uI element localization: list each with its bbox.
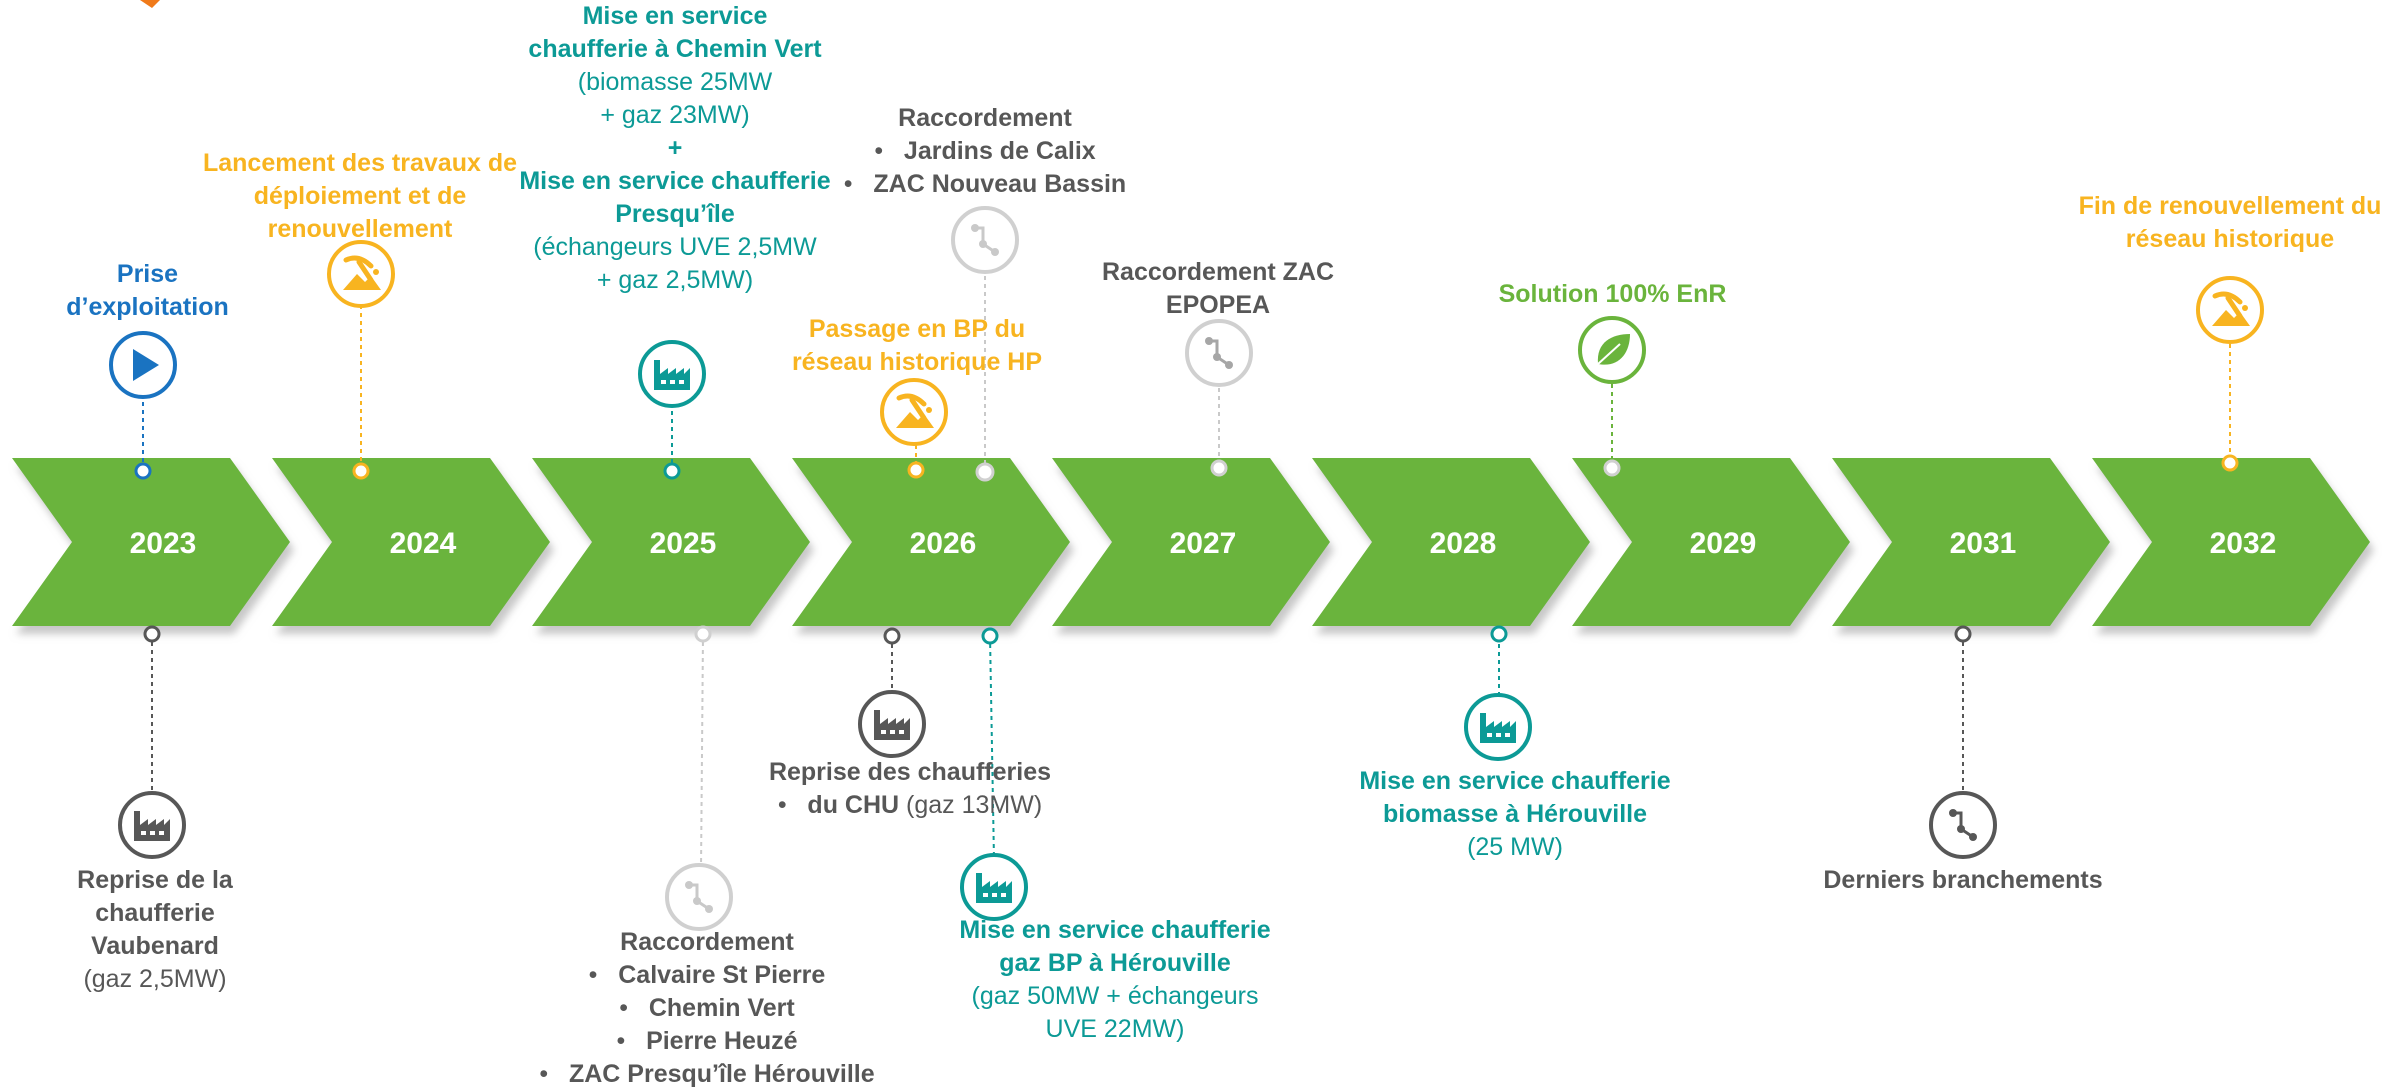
- milestone-detail: (25 MW): [1467, 833, 1563, 861]
- anchor-dot-2028-bottom: [1490, 625, 1508, 643]
- milestone-detail: (gaz 2,5MW): [83, 965, 227, 993]
- logo-fragment: [140, 0, 160, 8]
- milestone-title: Mise en service chaufferie gaz BP à Héro…: [959, 916, 1271, 977]
- milestone-2025-top: Mise en service chaufferie à Chemin Vert…: [505, 0, 845, 297]
- year-label-2023: 2023: [130, 527, 197, 560]
- milestone-item-name: du CHU: [807, 791, 900, 819]
- year-label-2028: 2028: [1430, 527, 1497, 560]
- connector-2025-bottom: [700, 633, 704, 871]
- milestone-title: Lancement des travaux de déploiement et …: [202, 149, 517, 243]
- milestone-title: Mise en service chaufferie biomasse à Hé…: [1359, 767, 1671, 828]
- milestone-detail: UVE 22MW): [1045, 1015, 1185, 1043]
- factory-icon: [960, 853, 1028, 921]
- milestone-title: Raccordement: [898, 104, 1072, 132]
- milestone-title: Reprise de la chaufferie Vaubenard: [77, 866, 233, 960]
- anchor-dot-2023-top: [134, 462, 152, 480]
- anchor-dot-2025-top: [663, 462, 681, 480]
- chevron-2028: [1312, 458, 1590, 626]
- year-label-2025: 2025: [650, 527, 717, 560]
- milestone-2026-bottom-a: Reprise des chaufferies du CHU (gaz 13MW…: [735, 756, 1085, 822]
- milestone-2023-top: Prise d’exploitation: [40, 258, 255, 324]
- anchor-dot-2023-bottom: [143, 625, 161, 643]
- milestone-title: Solution 100% EnR: [1498, 280, 1727, 308]
- milestone-title: Raccordement ZAC EPOPEA: [1102, 258, 1334, 319]
- milestone-detail: + gaz 23MW): [600, 101, 750, 129]
- factory-icon: [118, 791, 186, 859]
- chevron-2029: [1572, 458, 1850, 626]
- milestone-item: ZAC Presqu’île Hérouville: [500, 1058, 914, 1091]
- milestone-2026-top-a: Passage en BP du réseau historique HP: [772, 313, 1062, 379]
- milestone-2023-bottom: Reprise de la chaufferie Vaubenard (gaz …: [0, 864, 310, 996]
- connector-lines: [142, 268, 2231, 871]
- anchor-dot-2032-top: [2221, 454, 2239, 472]
- anchor-dot-2026-bottom-a: [883, 627, 901, 645]
- milestone-item: du CHU (gaz 13MW): [735, 789, 1085, 822]
- milestone-item: ZAC Nouveau Bassin: [805, 168, 1165, 201]
- anchor-dot-2024-top: [352, 462, 370, 480]
- milestone-2028-bottom: Mise en service chaufferie biomasse à Hé…: [1325, 765, 1705, 864]
- milestone-plus: +: [667, 134, 683, 162]
- milestone-item: Pierre Heuzé: [500, 1025, 914, 1058]
- anchor-dot-2029-top: [1603, 459, 1621, 477]
- milestone-detail: + gaz 2,5MW): [596, 266, 754, 294]
- play-icon: [109, 331, 177, 399]
- anchor-dot-2027-top: [1210, 459, 1228, 477]
- anchor-dot-2026-top-b: [975, 462, 995, 482]
- milestone-title: Fin de renouvellement du réseau historiq…: [2078, 192, 2382, 253]
- connector-2026-bottom-b: [989, 635, 995, 861]
- milestone-2029-top: Solution 100% EnR: [1460, 278, 1765, 311]
- connection-icon: [1185, 319, 1253, 387]
- anchor-dot-2031-bottom: [1954, 625, 1972, 643]
- milestone-title: Derniers branchements: [1823, 866, 2103, 894]
- chevron-2027: [1052, 458, 1330, 626]
- milestone-title: Reprise des chaufferies: [768, 758, 1052, 786]
- year-label-2024: 2024: [390, 527, 457, 560]
- milestone-2027-top: Raccordement ZAC EPOPEA: [1098, 256, 1338, 322]
- leaf-icon: [1578, 316, 1646, 384]
- milestone-detail: (gaz 50MW + échangeurs: [971, 982, 1259, 1010]
- chevron-2024: [272, 458, 550, 626]
- chevron-2032: [2092, 458, 2370, 626]
- year-label-2026: 2026: [910, 527, 977, 560]
- connection-icon: [665, 863, 733, 931]
- milestone-2026-bottom-b: Mise en service chaufferie gaz BP à Héro…: [930, 914, 1300, 1046]
- milestone-detail: (échangeurs UVE 2,5MW: [533, 233, 817, 261]
- connection-icon: [951, 206, 1019, 274]
- factory-icon: [1464, 693, 1532, 761]
- milestone-item: Chemin Vert: [500, 992, 914, 1025]
- construction-icon: [2196, 276, 2264, 344]
- milestone-item: Jardins de Calix: [805, 135, 1165, 168]
- year-label-2029: 2029: [1690, 527, 1757, 560]
- milestone-2032-top: Fin de renouvellement du réseau historiq…: [2060, 190, 2400, 256]
- milestone-detail: (biomasse 25MW: [577, 68, 773, 96]
- chevron-2031: [1832, 458, 2110, 626]
- milestone-2025-bottom: Raccordement Calvaire St Pierre Chemin V…: [500, 926, 914, 1091]
- milestone-item-detail: (gaz 13MW): [899, 791, 1043, 819]
- chevron-2026: [792, 458, 1070, 626]
- milestone-item: Calvaire St Pierre: [500, 959, 914, 992]
- milestone-2024-top: Lancement des travaux de déploiement et …: [200, 147, 520, 246]
- milestone-2031-bottom: Derniers branchements: [1773, 864, 2153, 897]
- milestone-2026-top-b: Raccordement Jardins de Calix ZAC Nouvea…: [805, 102, 1165, 201]
- milestone-title: Passage en BP du réseau historique HP: [791, 315, 1043, 376]
- milestone-title: Raccordement: [620, 928, 794, 956]
- year-label-2032: 2032: [2210, 527, 2277, 560]
- construction-icon: [880, 378, 948, 446]
- anchor-dot-2026-bottom-b: [981, 627, 999, 645]
- year-label-2031: 2031: [1950, 527, 2017, 560]
- timeline-chevrons: [12, 458, 2370, 626]
- factory-icon: [638, 340, 706, 408]
- milestone-title: Mise en service chaufferie Presqu’île: [519, 167, 831, 228]
- factory-icon: [858, 690, 926, 758]
- milestone-title: Prise d’exploitation: [66, 260, 229, 321]
- connection-icon: [1929, 791, 1997, 859]
- anchor-dot-2026-top-a: [907, 461, 925, 479]
- chevron-2023: [12, 458, 290, 626]
- chevron-2025: [532, 458, 810, 626]
- year-label-2027: 2027: [1170, 527, 1237, 560]
- milestone-title: Mise en service chaufferie à Chemin Vert: [528, 2, 822, 63]
- construction-icon: [327, 240, 395, 308]
- anchor-dot-2025-bottom: [694, 625, 712, 643]
